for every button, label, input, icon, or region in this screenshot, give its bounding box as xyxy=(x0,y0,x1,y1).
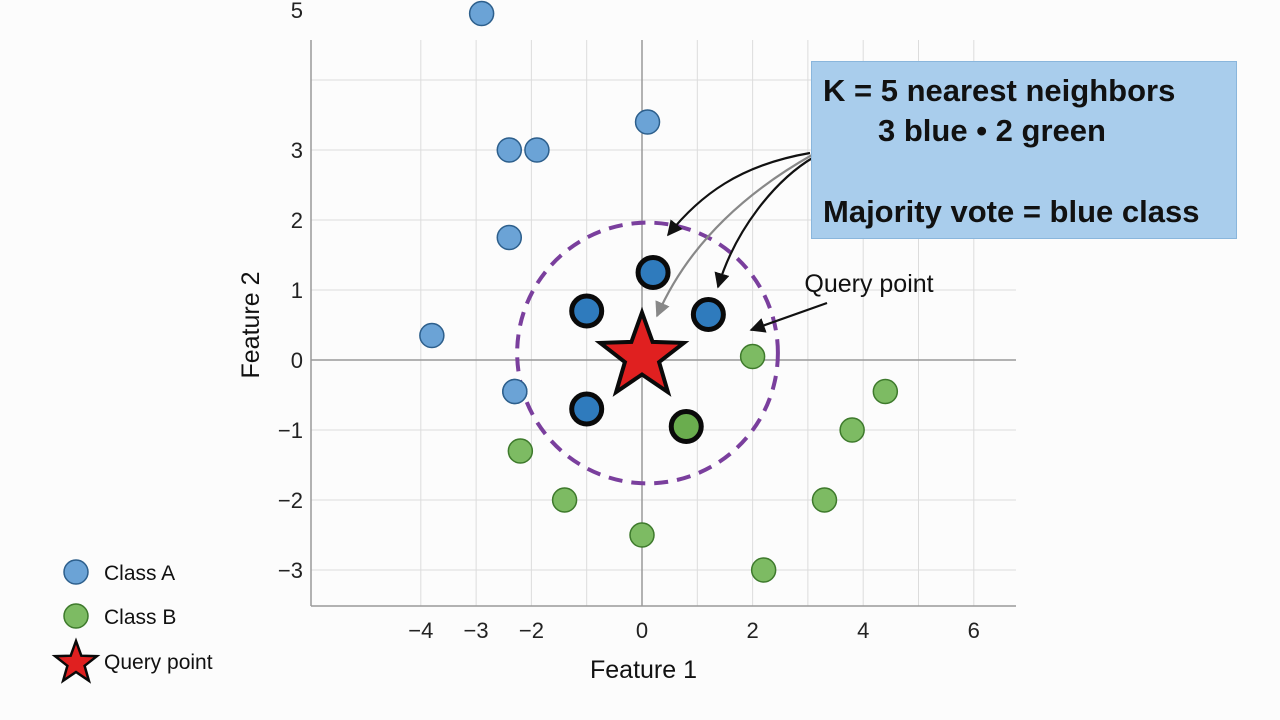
x-tick-label: 2 xyxy=(746,618,758,643)
class-a-point xyxy=(468,0,495,27)
x-tick-label: 6 xyxy=(968,618,980,643)
info-line-vote: Majority vote = blue class xyxy=(823,194,1200,229)
legend-marker-query xyxy=(51,637,101,684)
class-a-point xyxy=(502,378,528,405)
x-tick-label: −2 xyxy=(519,618,544,643)
annotation-arrows xyxy=(655,151,828,333)
legend-label: Class A xyxy=(104,562,175,585)
class-b-point xyxy=(739,343,766,370)
neighbor-point-blue xyxy=(690,297,726,332)
class-b-point xyxy=(811,487,838,513)
arrow-query-label xyxy=(749,301,828,333)
legend-marker-class-a xyxy=(63,559,89,585)
class-a-point xyxy=(524,137,550,163)
legend-label: Query point xyxy=(104,651,213,674)
x-tick-label: −3 xyxy=(464,618,489,643)
y-tick-label: −3 xyxy=(278,558,303,583)
x-tick-label: −4 xyxy=(408,618,433,643)
class-b-point xyxy=(551,487,578,513)
legend-marker-class-b xyxy=(63,603,89,629)
legend-label: Class B xyxy=(104,606,176,629)
data-points xyxy=(419,0,899,583)
query-point-annotation: Query point xyxy=(804,270,933,298)
class-b-point xyxy=(872,378,899,405)
class-a-point xyxy=(496,137,523,163)
arrow-to-query-point xyxy=(655,154,813,318)
tick-labels: −4 −3 −2 0 2 4 6 5 3 2 1 0 −1 −2 −3 xyxy=(278,0,980,643)
y-axis-label: Feature 2 xyxy=(237,271,265,378)
y-tick-label: −1 xyxy=(278,418,303,443)
x-axis-label: Feature 1 xyxy=(590,656,697,684)
arrow-to-right-neighbor xyxy=(714,156,815,289)
class-b-point xyxy=(629,522,655,548)
y-tick-label: 5 xyxy=(291,0,303,23)
query-point-star xyxy=(594,306,690,397)
class-b-point xyxy=(507,438,534,464)
neighborhood-layer xyxy=(515,220,780,486)
neighbor-point-blue xyxy=(635,255,671,290)
y-tick-label: 1 xyxy=(291,278,303,303)
info-line-k: K = 5 nearest neighbors xyxy=(823,73,1176,108)
neighborhood-circle xyxy=(515,220,780,486)
info-line-counts: 3 blue • 2 green xyxy=(878,113,1106,148)
y-tick-label: −2 xyxy=(278,488,303,513)
class-b-point xyxy=(839,417,865,443)
y-tick-label: 3 xyxy=(291,138,303,163)
y-tick-label: 0 xyxy=(291,348,303,373)
neighbor-point-green xyxy=(668,409,704,444)
class-a-point xyxy=(419,322,445,349)
knn-info-box: K = 5 nearest neighbors 3 blue • 2 green… xyxy=(811,61,1237,239)
neighbor-point-blue xyxy=(569,391,605,427)
x-tick-label: 4 xyxy=(857,618,869,643)
class-b-point xyxy=(750,557,777,583)
class-a-point xyxy=(634,109,661,135)
neighbor-point-blue xyxy=(569,293,605,329)
legend: Class A Class B Query point xyxy=(51,559,213,684)
arrow-to-top-neighbor xyxy=(667,151,811,237)
y-tick-label: 2 xyxy=(291,208,303,233)
class-a-point xyxy=(496,224,523,251)
x-tick-label: 0 xyxy=(636,618,648,643)
